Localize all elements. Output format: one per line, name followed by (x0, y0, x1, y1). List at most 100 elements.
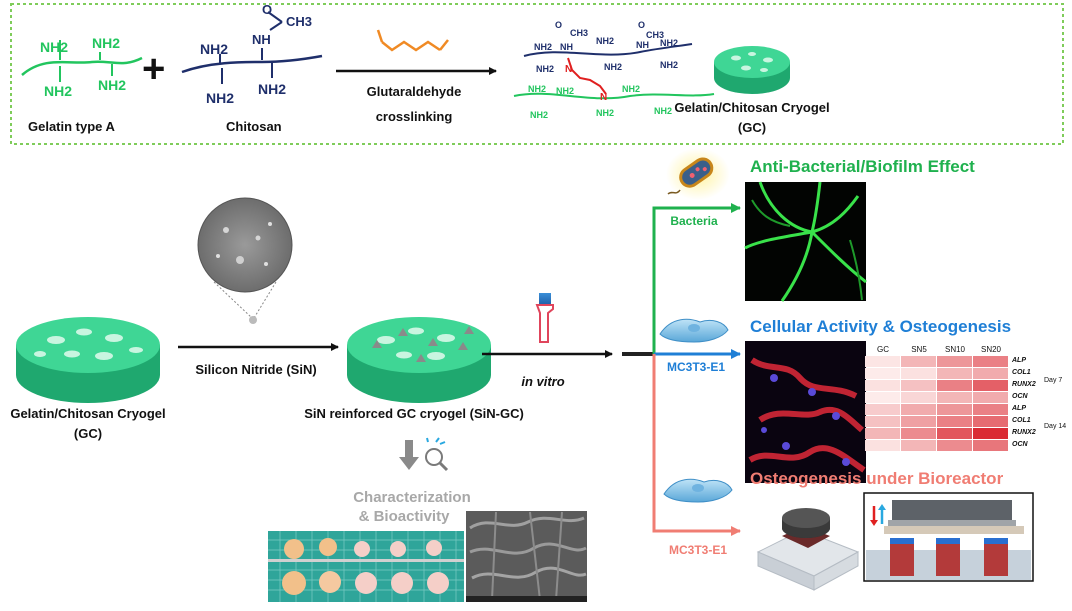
product-gelatin-amine: NH2 (596, 108, 614, 118)
gc-label-title: Gelatin/Chitosan Cryogel (10, 406, 165, 421)
cell-icon (663, 478, 733, 503)
heatmap-cell (937, 368, 972, 379)
heatmap-cells (865, 356, 1008, 451)
heatmap-cell (937, 428, 972, 439)
heatmap-cell (901, 428, 936, 439)
day-label: Day 14 (1044, 423, 1066, 430)
heatmap-cell (901, 416, 936, 427)
product-label-title: Gelatin/Chitosan Cryogel (674, 100, 829, 115)
gelatin-amine: NH2 (92, 35, 120, 51)
heatmap-cell (901, 392, 936, 403)
chitosan-amine: NH2 (206, 90, 234, 106)
heatmap-cell (865, 404, 900, 415)
in-vitro-label: in vitro (521, 374, 564, 389)
chitosan-bond (267, 11, 283, 23)
heatmap-cell (973, 404, 1008, 415)
product-label: NH2 (660, 38, 678, 48)
imine-label: N (600, 92, 607, 103)
heatmap-cell (973, 368, 1008, 379)
heatmap-col-label: SN20 (981, 345, 1002, 354)
heatmap-col-label: SN5 (911, 345, 927, 354)
sample-photo (268, 531, 464, 602)
product-label: NH (560, 42, 573, 52)
heatmap-col-label: SN10 (945, 345, 966, 354)
glutaraldehyde-bridge (567, 57, 607, 95)
results: Anti-Bacterial/Biofilm Effect Cellular A… (744, 157, 1066, 591)
characterization-subtitle: & Bioactivity (359, 508, 451, 525)
chitosan-chain (181, 54, 323, 74)
gelatin-chain (21, 56, 143, 76)
product-label: O (638, 20, 645, 30)
biofilm-image (744, 181, 867, 302)
cell-label-2: MC3T3-E1 (669, 543, 727, 557)
chitosan-amine: NH2 (258, 81, 286, 97)
product-gelatin-amine: NH2 (622, 84, 640, 94)
heatmap-cell (973, 440, 1008, 451)
gc-label-subtitle: (GC) (74, 426, 102, 441)
gelatin-structure: NH2 NH2 NH2 NH2 Gelatin type A (21, 35, 143, 134)
heatmap-row-label: ALP (1011, 405, 1026, 412)
characterization-title: Characterization (353, 489, 471, 506)
product-gelatin-amine: NH2 (530, 110, 548, 120)
heatmap-cell (901, 380, 936, 391)
heatmap-cell (973, 392, 1008, 403)
heatmap-cell (973, 428, 1008, 439)
imine-label: N (565, 64, 572, 75)
heatmap-cell (901, 440, 936, 451)
heatmap-cell (865, 368, 900, 379)
heatmap-cell (901, 404, 936, 415)
gelatin-amine: NH2 (98, 77, 126, 93)
gelatin-amine: NH2 (40, 39, 68, 55)
crosslinked-product: N N O CH3 O CH3 NH NH NH2 NH2 NH2 NH2 NH… (513, 20, 715, 120)
heatmap-cell (937, 380, 972, 391)
heatmap-cell (865, 416, 900, 427)
product-label: NH2 (536, 64, 554, 74)
heatmap-cell (973, 356, 1008, 367)
heatmap-cell (937, 404, 972, 415)
plus-sign: + (142, 47, 165, 91)
heatmap-cell (937, 392, 972, 403)
heatmap-cell (937, 356, 972, 367)
heatmap-cell (865, 440, 900, 451)
gc-cryogel-disc (16, 317, 160, 403)
product-label: O (555, 20, 562, 30)
product-gelatin-amine: NH2 (556, 86, 574, 96)
reagent-label: crosslinking (376, 109, 453, 124)
sin-sem-inset (197, 197, 293, 324)
heatmap-cell (973, 380, 1008, 391)
heatmap-row-label: COL1 (1012, 369, 1031, 376)
gelatin-label: Gelatin type A (28, 119, 116, 134)
bioreactor-branch-arrow (652, 354, 741, 536)
process-row: Gelatin/Chitosan Cryogel (GC) Silicon Ni… (10, 197, 613, 602)
chitosan-label: Chitosan (226, 119, 282, 134)
product-label: NH2 (660, 60, 678, 70)
heatmap-row-label: RUNX2 (1012, 429, 1036, 436)
bioreactor-device (756, 508, 860, 591)
chitosan-acetyl-oxygen: O (262, 2, 272, 17)
sin-gc-cryogel-disc (347, 317, 491, 403)
glutaraldehyde-structure (376, 29, 449, 52)
fluorescence-image (745, 341, 866, 483)
bioreactor-title: Osteogenesis under Bioreactor (750, 469, 1004, 488)
heatmap-cell (865, 380, 900, 391)
cell-icon (659, 318, 729, 343)
heatmap-cell (937, 416, 972, 427)
bioreactor-cross-section (863, 492, 1034, 582)
culture-flask-icon (535, 293, 554, 343)
heatmap-row-label: OCN (1012, 441, 1029, 448)
day-label: Day 7 (1044, 377, 1062, 384)
heatmap-col-label: GC (877, 345, 889, 354)
synthesis-panel: NH2 NH2 NH2 NH2 Gelatin type A + O CH3 N… (10, 2, 1064, 145)
synthesis-border (10, 3, 1064, 145)
product-label: CH3 (646, 30, 664, 40)
glutaraldehyde-carbonyl (439, 39, 449, 51)
product-label: NH2 (596, 36, 614, 46)
chitosan-amine: NH2 (200, 41, 228, 57)
product-gelatin-amine: NH2 (528, 84, 546, 94)
cellular-title: Cellular Activity & Osteogenesis (750, 317, 1011, 336)
product-label: NH2 (534, 42, 552, 52)
chitosan-acetyl-methyl: CH3 (286, 14, 312, 29)
gene-heatmap: GC SN5 SN10 SN20 ALP COL1 RUNX2 OCN ALP … (865, 345, 1066, 451)
reagent-label: Glutaraldehyde (367, 84, 462, 99)
